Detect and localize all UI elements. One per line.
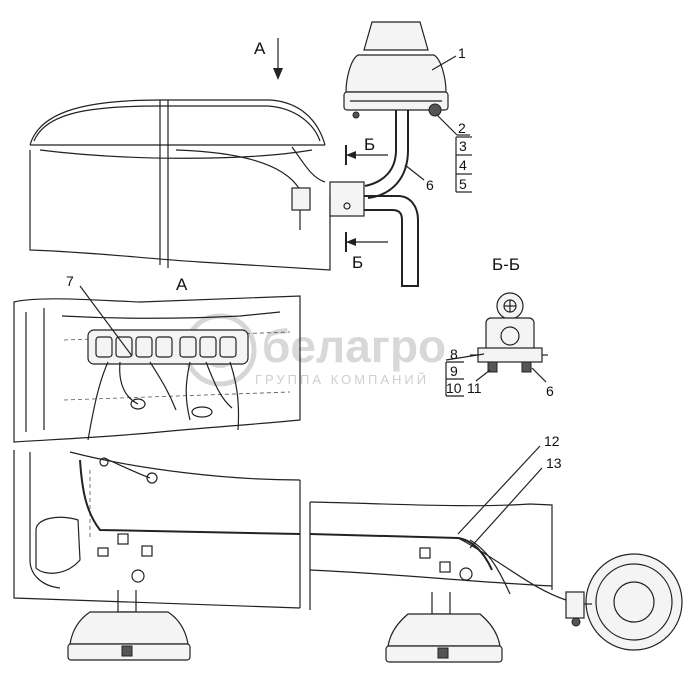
callout-9: 9 [450,363,458,379]
callout-2: 2 [458,120,466,136]
view-a-detail: А 7 [13,273,301,443]
bottom-cab-side: 12 13 [13,433,567,610]
round-headlamp [565,553,683,651]
callout-12: 12 [544,433,560,449]
beacon-assembly [329,21,449,287]
callout-4: 4 [459,157,467,173]
callout-6-main: 6 [426,177,434,193]
section-b-markers: Б Б [345,135,388,272]
callout-7: 7 [66,273,74,289]
view-a-label: А [176,275,188,294]
top-callouts: 1 2 3 4 5 6 [404,45,472,193]
callout-8: 8 [450,346,458,362]
switch-row [95,336,237,358]
callout-6-section: 6 [546,383,554,399]
watermark-subtitle: ГРУППА КОМПАНИЙ [255,372,429,387]
callout-10: 10 [446,380,462,396]
watermark-brand: белагро [262,320,446,372]
work-lamp-right [385,592,503,663]
section-b-bottom-label: Б [352,253,363,272]
view-a-arrow: А [254,38,283,80]
view-a-arrow-label: А [254,39,266,58]
callout-1: 1 [458,45,466,61]
work-lamp-left [67,590,191,661]
callout-13: 13 [546,455,562,471]
cab-roof-view [29,99,331,271]
section-bb-detail: Б-Б 8 9 10 11 6 [445,255,554,399]
watermark: белагро ГРУППА КОМПАНИЙ [183,313,446,387]
callout-11: 11 [467,380,482,396]
section-bb-label: Б-Б [492,255,520,274]
section-b-top-label: Б [364,135,375,154]
callout-5: 5 [459,176,467,192]
callout-3: 3 [459,138,467,154]
